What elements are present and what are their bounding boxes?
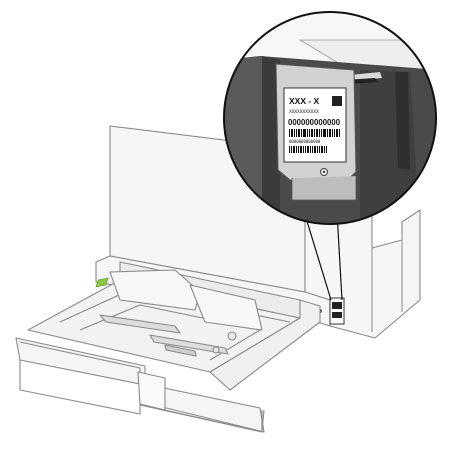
qr-icon <box>332 96 342 106</box>
serial-label: XXX - X XXXXXXXXXXX 000000000000 <box>283 87 347 163</box>
guide-slot <box>164 344 197 357</box>
guide-slot <box>149 334 229 355</box>
paper-guide-side <box>189 284 263 331</box>
guide-knob <box>212 346 220 354</box>
tray-front <box>15 337 265 433</box>
paper-tray <box>15 261 321 433</box>
tray-right-wall <box>209 299 321 391</box>
barcode-icon <box>289 146 327 153</box>
tray-front-right <box>164 409 265 433</box>
guide-slot <box>99 314 181 334</box>
callout-pointer <box>302 207 343 301</box>
tray-handle <box>137 371 166 411</box>
barcode-icon <box>289 129 340 137</box>
guide-knob <box>227 331 237 341</box>
label-footer-text: 0000000000000 <box>289 139 321 144</box>
label-small-text: XXXXXXXXXXX <box>289 109 319 115</box>
tray-green-indicator <box>95 277 109 288</box>
tray-front-bottom <box>19 389 141 415</box>
serial-number-text: 000000000000 <box>288 118 341 127</box>
model-text: XXX - X <box>289 96 320 106</box>
